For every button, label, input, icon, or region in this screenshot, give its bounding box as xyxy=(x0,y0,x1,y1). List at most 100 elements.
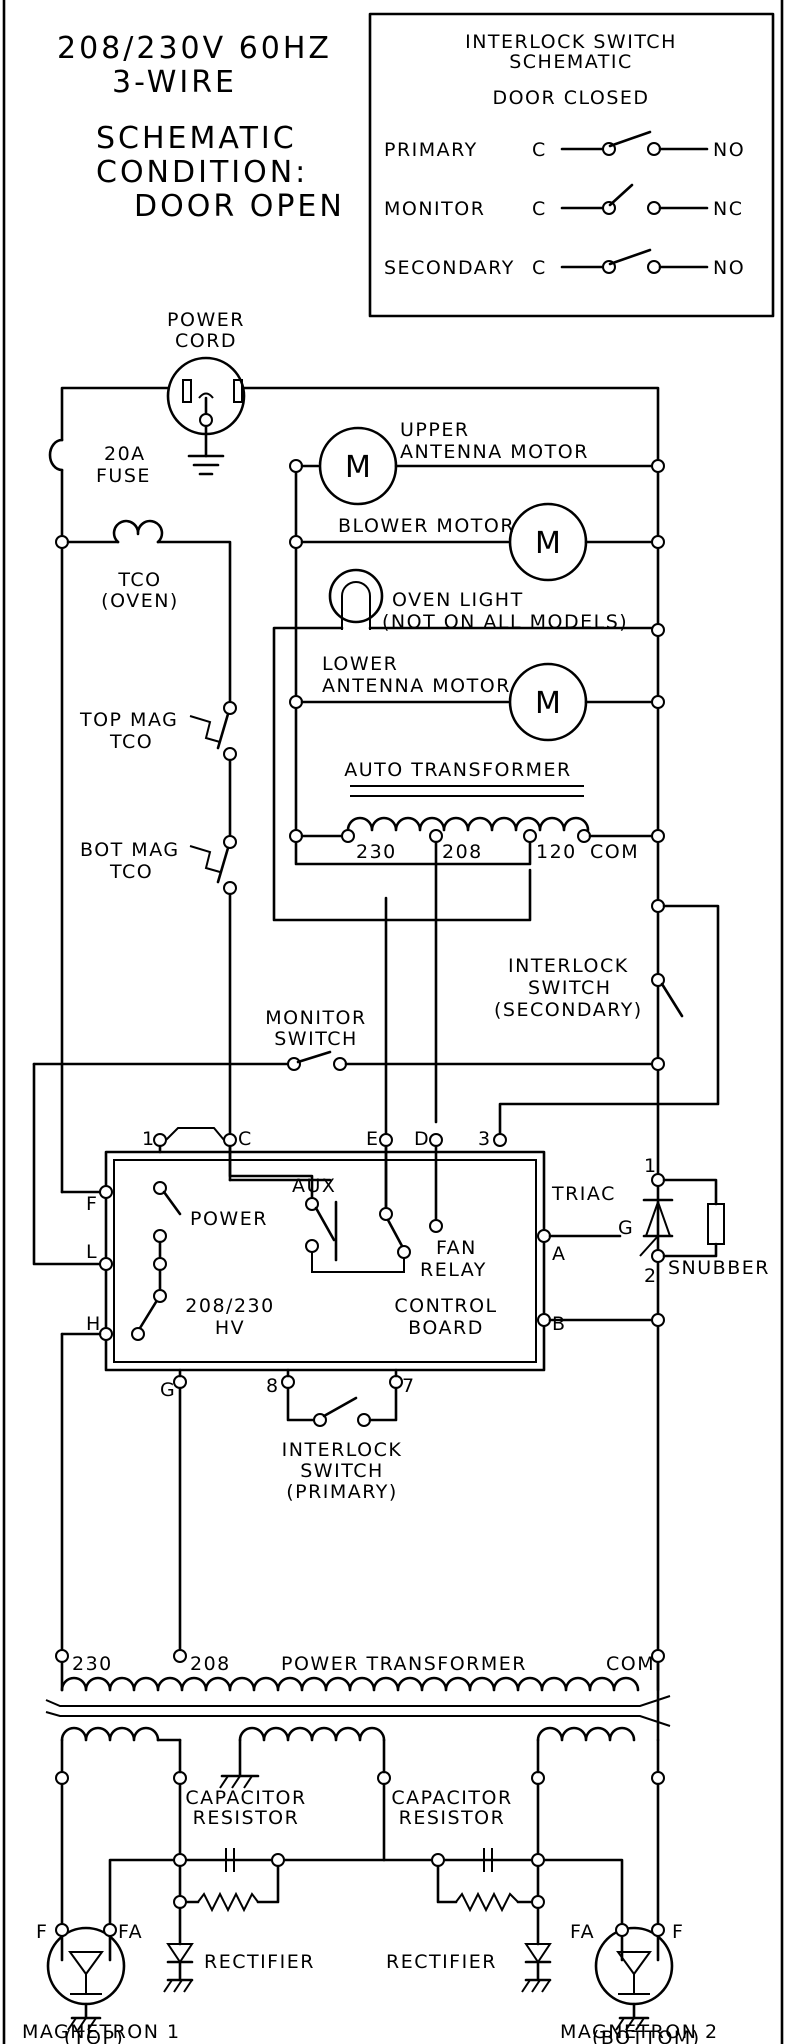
auto-transformer-coil xyxy=(346,816,590,832)
svg-text:BLOWER MOTOR: BLOWER MOTOR xyxy=(338,515,515,537)
top-mag-tco: TOP MAG TCO xyxy=(79,701,237,838)
resistor-icon xyxy=(197,1891,259,1913)
triac-icon xyxy=(639,1198,674,1257)
legend-title: INTERLOCK SWITCH xyxy=(465,31,677,53)
svg-text:C: C xyxy=(532,139,547,161)
supply-rating: 208/230V 60HZ 3-WIRE xyxy=(57,31,332,100)
power-cord: POWER CORD xyxy=(166,309,246,476)
fuse-label: 20A xyxy=(104,443,146,465)
svg-text:FA: FA xyxy=(570,1921,595,1943)
supply-voltage-text: 208/230V 60HZ xyxy=(57,31,332,66)
triac-snubber: TRIAC 1 2 G SNUBBER xyxy=(551,1155,770,1287)
svg-text:120: 120 xyxy=(536,841,577,863)
svg-text:MONITOR: MONITOR xyxy=(384,198,485,220)
svg-text:CONTROL: CONTROL xyxy=(394,1295,497,1317)
svg-text:FAN: FAN xyxy=(436,1237,477,1259)
svg-text:230: 230 xyxy=(356,841,397,863)
svg-text:230: 230 xyxy=(72,1653,113,1675)
svg-text:TOP MAG: TOP MAG xyxy=(79,709,178,731)
svg-text:1: 1 xyxy=(644,1155,658,1177)
svg-text:C: C xyxy=(532,257,547,279)
svg-text:NC: NC xyxy=(713,198,743,220)
resistor-icon xyxy=(455,1891,519,1913)
svg-text:BOARD: BOARD xyxy=(408,1317,484,1339)
rectifier-icon xyxy=(166,1943,194,1964)
svg-text:A: A xyxy=(552,1243,567,1265)
svg-text:TRIAC: TRIAC xyxy=(551,1183,616,1205)
magnetron-2: FA F MAGNETRON 2 (BOTTOM) xyxy=(560,1921,719,2044)
legend-title-2: SCHEMATIC xyxy=(509,51,633,73)
svg-text:H: H xyxy=(86,1313,102,1335)
ground-icon xyxy=(187,454,225,476)
svg-text:G: G xyxy=(160,1379,176,1401)
auto-transformer: AUTO TRANSFORMER 230 208 120 COM xyxy=(289,759,665,1210)
svg-text:TCO: TCO xyxy=(109,731,153,753)
svg-text:HV: HV xyxy=(215,1317,245,1339)
high-voltage-section: CAPACITOR RESISTOR CAPACITOR RESISTOR RE… xyxy=(60,1782,660,1993)
oven-light: OVEN LIGHT (NOT ON ALL MODELS) xyxy=(272,568,665,922)
svg-text:SWITCH: SWITCH xyxy=(274,1028,358,1050)
load-bus xyxy=(294,464,532,866)
left-line-wiring: 20A FUSE xyxy=(48,386,170,1194)
magnetron-1: F FA MAGNETRON 1 (TOP) xyxy=(22,1921,179,2044)
svg-text:D: D xyxy=(414,1128,430,1150)
svg-text:7: 7 xyxy=(402,1375,416,1397)
svg-text:AUTO TRANSFORMER: AUTO TRANSFORMER xyxy=(344,759,572,781)
svg-text:POWER TRANSFORMER: POWER TRANSFORMER xyxy=(281,1653,527,1675)
legend-subtitle: DOOR CLOSED xyxy=(492,87,649,109)
svg-text:RECTIFIER: RECTIFIER xyxy=(386,1951,497,1973)
svg-text:RESISTOR: RESISTOR xyxy=(399,1807,506,1829)
svg-text:TCO: TCO xyxy=(117,569,161,591)
svg-text:AUX: AUX xyxy=(292,1175,336,1197)
svg-text:POWER: POWER xyxy=(190,1208,268,1230)
svg-text:COM: COM xyxy=(590,841,639,863)
legend-row-primary: PRIMARY C NO xyxy=(384,130,745,161)
lower-antenna-motor: M LOWER ANTENNA MOTOR xyxy=(289,653,665,742)
svg-text:INTERLOCK: INTERLOCK xyxy=(508,955,629,977)
svg-text:(BOTTOM): (BOTTOM) xyxy=(592,2027,701,2044)
svg-text:(NOT ON ALL MODELS): (NOT ON ALL MODELS) xyxy=(382,611,628,633)
svg-text:B: B xyxy=(552,1313,567,1335)
svg-text:(OVEN): (OVEN) xyxy=(101,590,179,612)
svg-text:208: 208 xyxy=(190,1653,231,1675)
svg-text:NO: NO xyxy=(713,257,745,279)
svg-text:3: 3 xyxy=(478,1128,492,1150)
interlock-switch-secondary: INTERLOCK SWITCH (SECONDARY) xyxy=(494,899,720,1138)
svg-text:208: 208 xyxy=(442,841,483,863)
svg-text:CORD: CORD xyxy=(175,330,237,352)
condition-line-2: CONDITION: xyxy=(96,155,308,190)
supply-wire-text: 3-WIRE xyxy=(112,65,237,100)
svg-text:COM: COM xyxy=(606,1653,655,1675)
svg-text:SNUBBER: SNUBBER xyxy=(668,1257,770,1279)
svg-text:C: C xyxy=(532,198,547,220)
svg-text:1: 1 xyxy=(142,1128,156,1150)
interlock-legend: INTERLOCK SWITCH SCHEMATIC DOOR CLOSED P… xyxy=(368,12,775,318)
upper-antenna-motor: M UPPER ANTENNA MOTOR xyxy=(289,419,665,506)
primary-coil xyxy=(60,1676,640,1692)
interlock-switch-primary: 8 7 INTERLOCK SWITCH (PRIMARY) xyxy=(266,1368,416,1503)
svg-text:C: C xyxy=(238,1128,253,1150)
svg-text:FA: FA xyxy=(118,1921,143,1943)
svg-text:(TOP): (TOP) xyxy=(64,2027,124,2044)
svg-text:PRIMARY: PRIMARY xyxy=(384,139,478,161)
bot-mag-tco: BOT MAG TCO xyxy=(80,835,338,1262)
svg-text:8: 8 xyxy=(266,1375,280,1397)
svg-text:RESISTOR: RESISTOR xyxy=(193,1807,300,1829)
svg-text:G: G xyxy=(618,1217,634,1239)
svg-text:M: M xyxy=(535,526,561,561)
svg-text:SWITCH: SWITCH xyxy=(528,977,612,999)
svg-text:ANTENNA MOTOR: ANTENNA MOTOR xyxy=(322,675,511,697)
fuse-icon xyxy=(48,438,64,472)
svg-text:M: M xyxy=(535,686,561,721)
svg-text:LOWER: LOWER xyxy=(322,653,398,675)
svg-text:MAGNETRON 2: MAGNETRON 2 xyxy=(560,2021,719,2043)
svg-text:NO: NO xyxy=(713,139,745,161)
svg-text:208/230: 208/230 xyxy=(185,1295,274,1317)
secondary-windings xyxy=(55,1726,665,1789)
svg-text:E: E xyxy=(366,1128,380,1150)
right-line-wiring xyxy=(242,386,660,1742)
svg-text:POWER: POWER xyxy=(167,309,245,331)
svg-text:BOT MAG: BOT MAG xyxy=(80,839,180,861)
